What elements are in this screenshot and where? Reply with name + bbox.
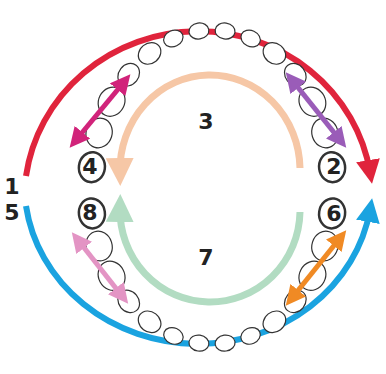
tooth bbox=[134, 307, 165, 337]
tooth bbox=[214, 22, 236, 41]
callout-number: 1 bbox=[4, 176, 19, 198]
callout-number: 6 bbox=[326, 203, 341, 225]
tooth bbox=[188, 22, 210, 41]
tooth bbox=[317, 197, 347, 230]
tooth bbox=[238, 325, 263, 348]
callout-number: 5 bbox=[4, 202, 19, 224]
callout-number: 7 bbox=[198, 247, 213, 269]
tooth bbox=[77, 151, 107, 184]
callout-number: 2 bbox=[326, 156, 341, 178]
callout-number: 8 bbox=[82, 202, 97, 224]
tooth bbox=[317, 151, 347, 184]
callout-number: 3 bbox=[198, 111, 213, 133]
tooth bbox=[82, 115, 116, 151]
tooth bbox=[238, 27, 263, 50]
callout-number: 4 bbox=[82, 156, 97, 178]
tooth bbox=[259, 38, 290, 69]
tooth bbox=[77, 197, 107, 230]
tooth bbox=[134, 38, 165, 69]
tooth bbox=[161, 27, 186, 50]
tooth bbox=[259, 307, 290, 337]
tooth bbox=[188, 334, 210, 353]
tooth bbox=[214, 334, 236, 353]
tooth bbox=[161, 325, 186, 348]
tooth bbox=[82, 228, 116, 264]
